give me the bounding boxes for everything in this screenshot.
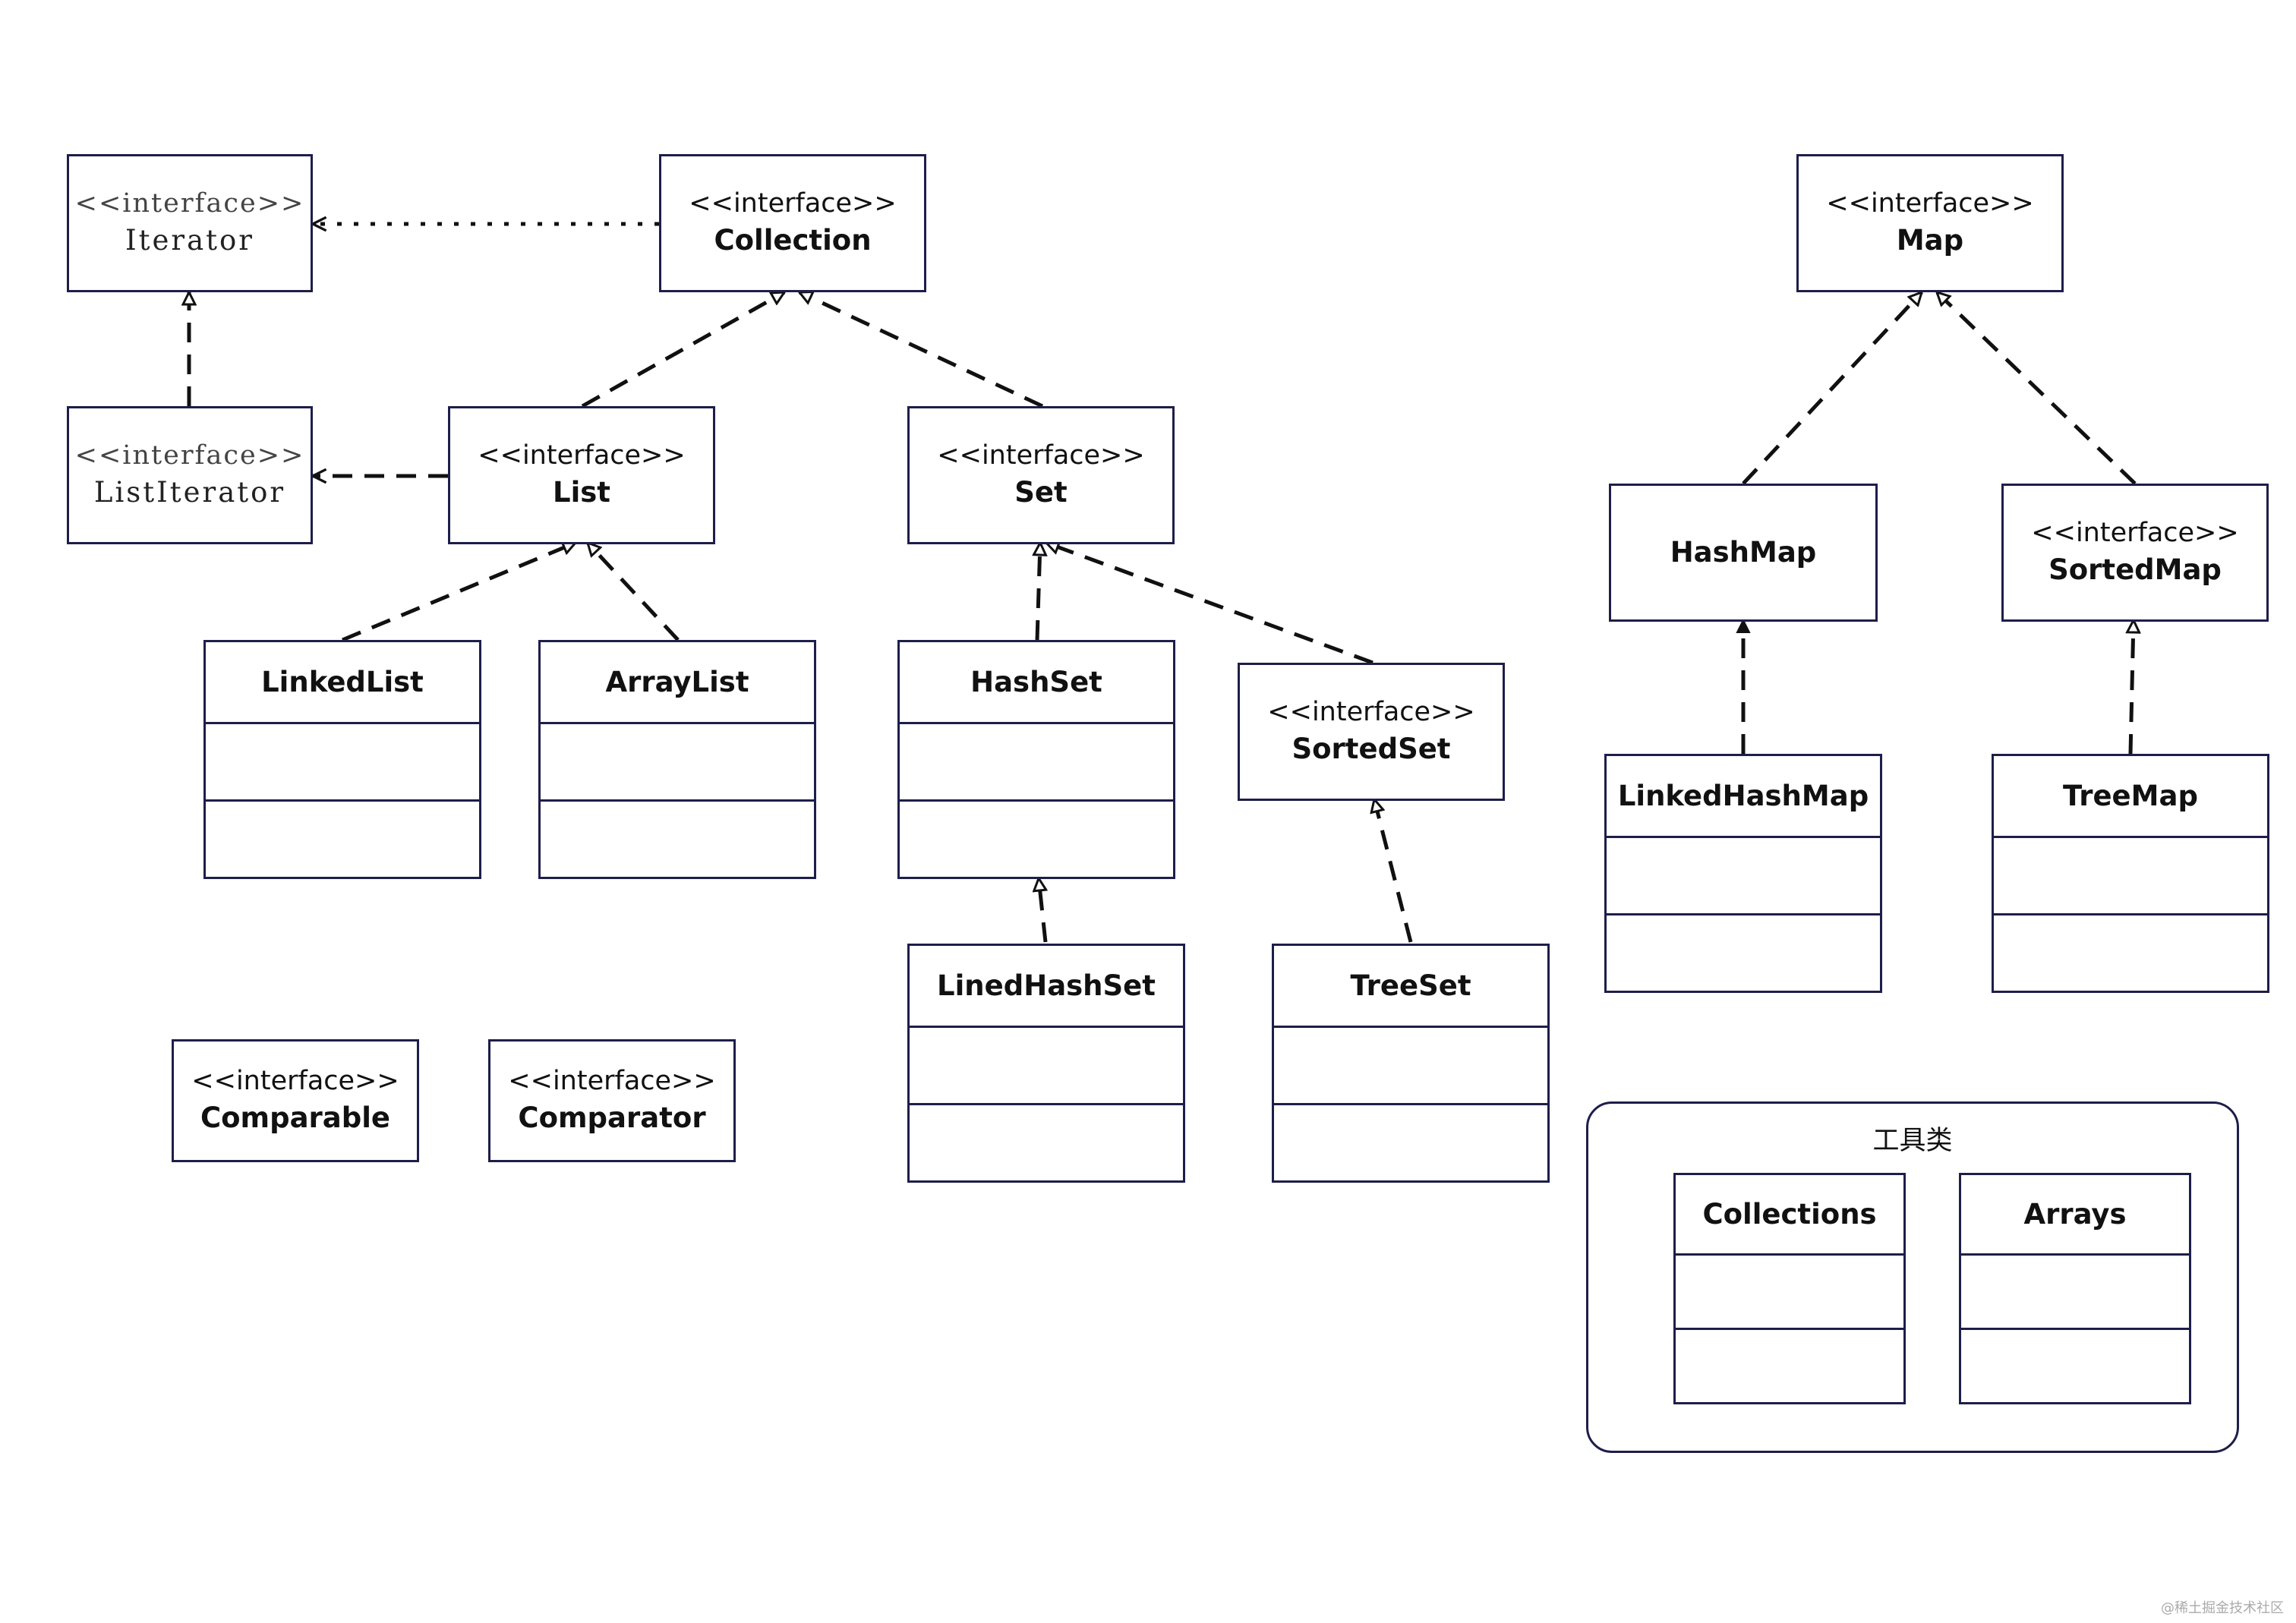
- attributes-compartment: [1274, 1026, 1547, 1103]
- set-interface: <<interface>> Set: [907, 406, 1175, 544]
- stereotype-label: <<interface>>: [191, 1066, 399, 1097]
- list-interface: <<interface>> List: [448, 406, 715, 544]
- stereotype-label: <<interface>>: [508, 1066, 716, 1097]
- edge-treemap-sortedmap: [2130, 620, 2134, 755]
- class-name: LinedHashSet: [937, 969, 1156, 1002]
- attributes-compartment: [1607, 836, 1880, 913]
- attributes-compartment: [541, 722, 814, 799]
- attributes-compartment: [1961, 1253, 2189, 1328]
- methods-compartment: [206, 799, 479, 877]
- interface-name: SortedSet: [1292, 732, 1451, 765]
- methods-compartment: [541, 799, 814, 877]
- methods-compartment: [900, 799, 1173, 877]
- sorted-map-interface: <<interface>> SortedMap: [2001, 484, 2269, 622]
- stereotype-label: <<interface>>: [478, 440, 686, 471]
- class-name: ArrayList: [605, 665, 749, 698]
- edge-hashset-set: [1037, 543, 1040, 641]
- attributes-compartment: [206, 722, 479, 799]
- class-name: HashMap: [1670, 536, 1817, 569]
- map-interface: <<interface>> Map: [1796, 154, 2064, 292]
- edge-sortedmap-map: [1937, 292, 2137, 485]
- interface-name: ListIterator: [93, 475, 286, 509]
- collections-class: Collections: [1673, 1173, 1906, 1404]
- methods-compartment: [1676, 1328, 1903, 1402]
- linked-hash-map-class: LinkedHashMap: [1604, 754, 1882, 993]
- sorted-set-interface: <<interface>> SortedSet: [1238, 663, 1505, 801]
- collection-interface: <<interface>> Collection: [659, 154, 926, 292]
- class-name: TreeMap: [2063, 779, 2198, 812]
- attributes-compartment: [1994, 836, 2267, 913]
- list-iterator-interface: <<interface>> ListIterator: [67, 406, 313, 544]
- tree-set-class: TreeSet: [1272, 944, 1550, 1183]
- interface-name: SortedMap: [2048, 553, 2222, 586]
- array-list-class: ArrayList: [538, 640, 816, 879]
- methods-compartment: [910, 1103, 1183, 1180]
- attributes-compartment: [910, 1026, 1183, 1103]
- tree-map-class: TreeMap: [1992, 754, 2269, 993]
- class-name: LinkedHashMap: [1617, 779, 1869, 812]
- interface-name: Iterator: [125, 223, 254, 257]
- interface-name: Comparable: [200, 1101, 391, 1134]
- utility-group-title: 工具类: [1872, 1126, 1953, 1156]
- methods-compartment: [1961, 1328, 2189, 1402]
- attributes-compartment: [900, 722, 1173, 799]
- edge-linedhashset-hashset: [1039, 878, 1046, 943]
- utility-group: 工具类: [1586, 1101, 2239, 1453]
- hash-set-class: HashSet: [897, 640, 1175, 879]
- stereotype-label: <<interface>>: [1267, 697, 1475, 728]
- class-name: HashSet: [970, 665, 1102, 698]
- comparator-interface: <<interface>> Comparator: [488, 1039, 736, 1162]
- stereotype-label: <<interface>>: [2031, 518, 2239, 549]
- edge-treeset-sortedset: [1374, 799, 1413, 943]
- stereotype-label: <<interface>>: [689, 188, 897, 219]
- interface-name: List: [553, 475, 610, 509]
- comparable-interface: <<interface>> Comparable: [172, 1039, 419, 1162]
- methods-compartment: [1994, 913, 2267, 991]
- interface-name: Collection: [714, 223, 872, 257]
- attributes-compartment: [1676, 1253, 1903, 1328]
- methods-compartment: [1274, 1103, 1547, 1180]
- interface-name: Comparator: [518, 1101, 706, 1134]
- edge-linkedlist-list: [342, 543, 576, 642]
- linked-list-class: LinkedList: [203, 640, 481, 879]
- stereotype-label: <<interface>>: [937, 440, 1145, 471]
- watermark: @稀土掘金技术社区: [2161, 1600, 2284, 1616]
- interface-name: Set: [1014, 475, 1068, 509]
- class-name: TreeSet: [1350, 969, 1471, 1002]
- methods-compartment: [1607, 913, 1880, 991]
- edge-sortedset-set: [1046, 543, 1374, 665]
- stereotype-label: <<interface>>: [1826, 188, 2034, 219]
- edge-set-collection: [800, 290, 1044, 408]
- edge-hashmap-map: [1742, 292, 1922, 485]
- iterator-interface: <<interface>> Iterator: [67, 154, 313, 292]
- lined-hash-set-class: LinedHashSet: [907, 944, 1185, 1183]
- stereotype-label: <<interface>>: [74, 188, 305, 219]
- interface-name: Map: [1896, 223, 1964, 257]
- edge-arraylist-list: [588, 543, 680, 641]
- class-name: Arrays: [2023, 1197, 2127, 1231]
- stereotype-label: <<interface>>: [74, 440, 305, 471]
- edge-list-collection: [581, 290, 784, 408]
- class-name: Collections: [1702, 1197, 1877, 1231]
- class-name: LinkedList: [261, 665, 424, 698]
- arrays-class: Arrays: [1959, 1173, 2191, 1404]
- hash-map-class: HashMap: [1609, 484, 1878, 622]
